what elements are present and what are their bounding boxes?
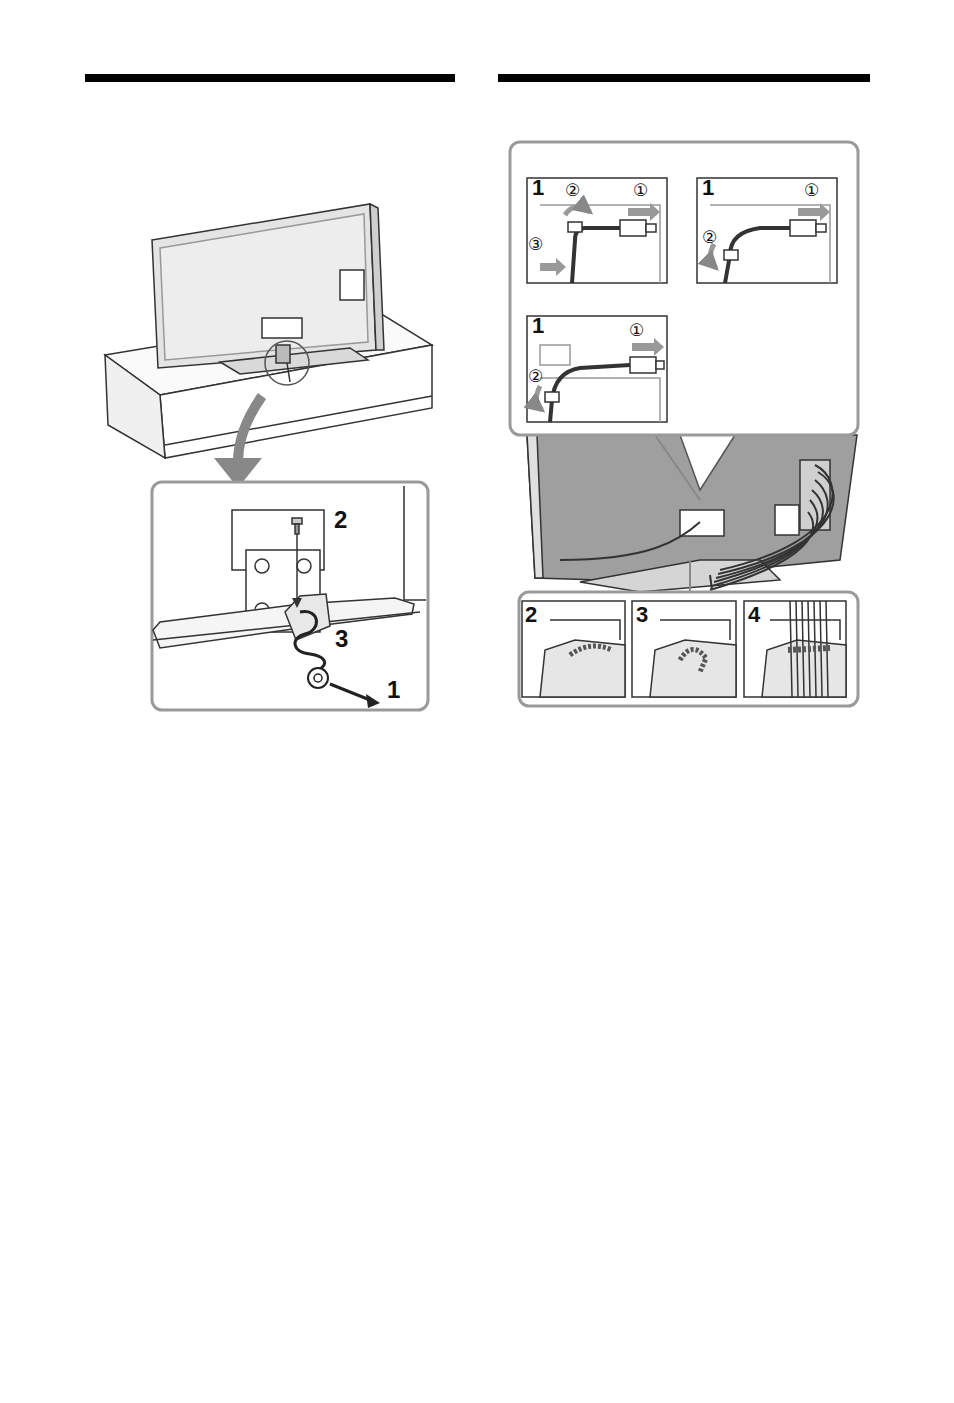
- callout-number: 2: [525, 604, 537, 626]
- tv-rear-cables: [527, 435, 857, 592]
- sub-step-number: ①: [804, 182, 819, 199]
- tv-on-cabinet: [105, 204, 432, 458]
- callout-number: 2: [334, 508, 347, 532]
- sub-step-number: ③: [528, 236, 543, 253]
- sub-step-number: ②: [702, 229, 717, 246]
- stand-detail: [152, 482, 428, 710]
- callout-number: 3: [335, 627, 348, 651]
- callout-number: 3: [636, 604, 648, 626]
- cord-routing-detail: [510, 142, 858, 500]
- sub-step-number: ②: [528, 368, 543, 385]
- sub-step-number: ①: [629, 322, 644, 339]
- callout-number: 1: [702, 177, 714, 199]
- heading-rule: [85, 74, 455, 82]
- pointer-arrow: [238, 396, 262, 462]
- cable-clip-steps: [519, 560, 858, 706]
- callout-number: 1: [387, 678, 400, 702]
- sub-step-number: ②: [565, 182, 580, 199]
- callout-number: 1: [532, 177, 544, 199]
- heading-rule: [498, 74, 870, 82]
- sub-step-number: ①: [633, 182, 648, 199]
- callout-number: 1: [532, 315, 544, 337]
- callout-number: 4: [748, 604, 760, 626]
